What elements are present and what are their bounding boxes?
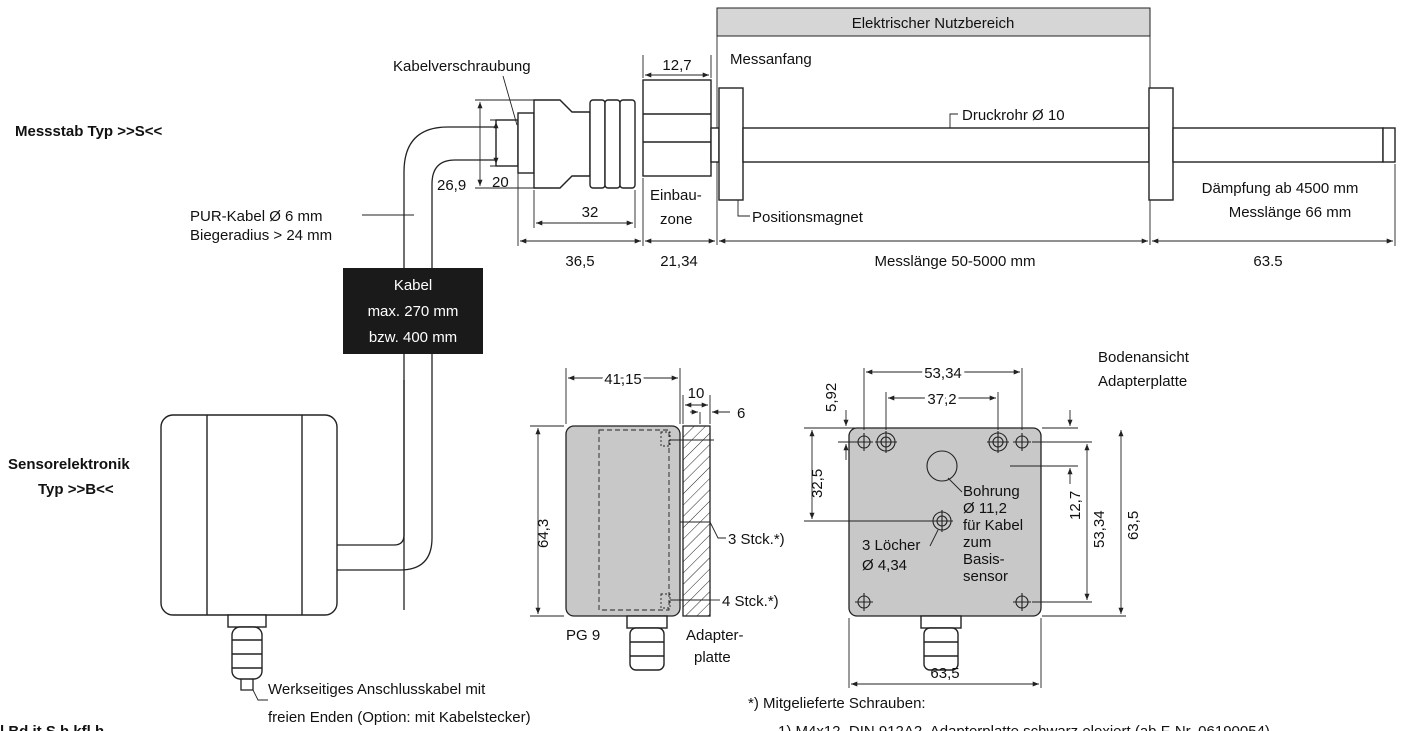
sensor-electronics: Sensorelektronik Typ >>B<< Werkseitiges … bbox=[0, 414, 531, 731]
dim-21-34: 21,34 bbox=[660, 253, 698, 270]
electronics-cable-note-1: Werkseitiges Anschlusskabel mit bbox=[268, 681, 486, 698]
electronics-title-2: Typ >>B<< bbox=[38, 481, 114, 498]
footnotes: *) Mitgelieferte Schrauben: 1) M4x12, DI… bbox=[748, 695, 1270, 731]
side-view: 41,15 10 6 64,3 3 Stck.*) 4 Stck.*) PG 9… bbox=[530, 368, 785, 671]
dim-63-5-right: 63,5 bbox=[1125, 511, 1142, 540]
magnet-label: Positionsmagnet bbox=[752, 209, 864, 226]
electrical-range-band bbox=[716, 7, 1151, 37]
electronics-housing bbox=[160, 414, 338, 616]
electronics-cable-note-2: freien Enden (Option: mit Kabelstecker) bbox=[268, 709, 531, 726]
holes-label-1: 3 Löcher bbox=[862, 537, 920, 554]
pg9-label: PG 9 bbox=[566, 627, 600, 644]
sensor-rod-assembly: Messstab Typ >>S<< Elektrischer Nutzbere… bbox=[15, 7, 1396, 270]
cable: PUR-Kabel Ø 6 mm Biegeradius > 24 mm Kab… bbox=[190, 126, 496, 610]
dim-53-34-top: 53,34 bbox=[924, 365, 962, 382]
sensor-rod-title: Messstab Typ >>S<< bbox=[15, 123, 163, 140]
footnote-line1: *) Mitgelieferte Schrauben: bbox=[748, 695, 926, 712]
cable-gland bbox=[495, 119, 519, 167]
side-view-housing bbox=[565, 425, 681, 617]
dim-53-34-right: 53,34 bbox=[1091, 510, 1108, 548]
adapter-plate bbox=[682, 425, 711, 617]
tube-label: Druckrohr Ø 10 bbox=[962, 107, 1065, 124]
electrical-range-label: Elektrischer Nutzbereich bbox=[852, 15, 1015, 32]
bore-label-2: Ø 11,2 bbox=[963, 500, 1007, 517]
mounting-zone-label-1: Einbau- bbox=[650, 187, 702, 204]
hex-flange bbox=[642, 79, 712, 177]
bore-label-5: Basis- bbox=[963, 551, 1005, 568]
cable-label-1: PUR-Kabel Ø 6 mm bbox=[190, 208, 323, 225]
bore-label-1: Bohrung bbox=[963, 483, 1020, 500]
fitting-label: Kabelverschraubung bbox=[393, 58, 531, 75]
adapter-label-1: Adapter- bbox=[686, 627, 744, 644]
cable-box-line2: max. 270 mm bbox=[368, 303, 459, 320]
damping-ring bbox=[1148, 87, 1174, 201]
dim-5-92: 5,92 bbox=[823, 383, 840, 412]
pressure-tube bbox=[742, 127, 1150, 163]
bottom-view-title-1: Bodenansicht bbox=[1098, 349, 1190, 366]
position-magnet bbox=[718, 87, 744, 201]
adapter-label-2: platte bbox=[694, 649, 731, 666]
dim-6: 6 bbox=[737, 405, 745, 422]
damping-label-2: Messlänge 66 mm bbox=[1229, 204, 1352, 221]
dim-64-3: 64,3 bbox=[535, 519, 552, 548]
dim-32-5: 32,5 bbox=[809, 469, 826, 498]
bore-label-3: für Kabel bbox=[963, 517, 1023, 534]
measure-start-label: Messanfang bbox=[730, 51, 812, 68]
screws-3-label: 3 Stck.*) bbox=[728, 531, 785, 548]
dim-26-9: 26,9 bbox=[437, 177, 466, 194]
cable-length-box bbox=[343, 268, 483, 354]
dim-63-5-bottom: 63,5 bbox=[930, 665, 959, 682]
dim-12-7: 12,7 bbox=[662, 57, 691, 74]
holes-label-2: Ø 4,34 bbox=[862, 557, 907, 574]
screws-4-label: 4 Stck.*) bbox=[722, 593, 779, 610]
bore-label-4: zum bbox=[963, 534, 991, 551]
dim-12-7-bottom: 12,7 bbox=[1067, 491, 1084, 520]
electronics-gland bbox=[227, 614, 267, 628]
mounting-zone-label-2: zone bbox=[660, 211, 693, 228]
cut-off-label: l Bd it S h kfl h bbox=[0, 723, 104, 731]
dim-36-5: 36,5 bbox=[565, 253, 594, 270]
dim-63-5: 63.5 bbox=[1253, 253, 1282, 270]
bottom-view-title-2: Adapterplatte bbox=[1098, 373, 1187, 390]
bore-label-6: sensor bbox=[963, 568, 1008, 585]
dim-32: 32 bbox=[582, 204, 599, 221]
damping-label-1: Dämpfung ab 4500 mm bbox=[1202, 180, 1359, 197]
electronics-title-1: Sensorelektronik bbox=[8, 456, 130, 473]
cable-box-line1: Kabel bbox=[394, 277, 432, 294]
dim-41-15: 41,15 bbox=[604, 371, 642, 388]
cable-label-2: Biegeradius > 24 mm bbox=[190, 227, 332, 244]
dim-37-2: 37,2 bbox=[927, 391, 956, 408]
bottom-view: Bodenansicht Adapterplatte 53,34 37,2 bbox=[804, 349, 1190, 688]
dim-stroke: Messlänge 50-5000 mm bbox=[875, 253, 1036, 270]
footnote-line2: 1) M4x12, DIN 912A2, Adapterplatte schwa… bbox=[778, 723, 1270, 731]
dim-20: 20 bbox=[492, 174, 509, 191]
cable-box-line3: bzw. 400 mm bbox=[369, 329, 457, 346]
dim-10: 10 bbox=[688, 385, 705, 402]
